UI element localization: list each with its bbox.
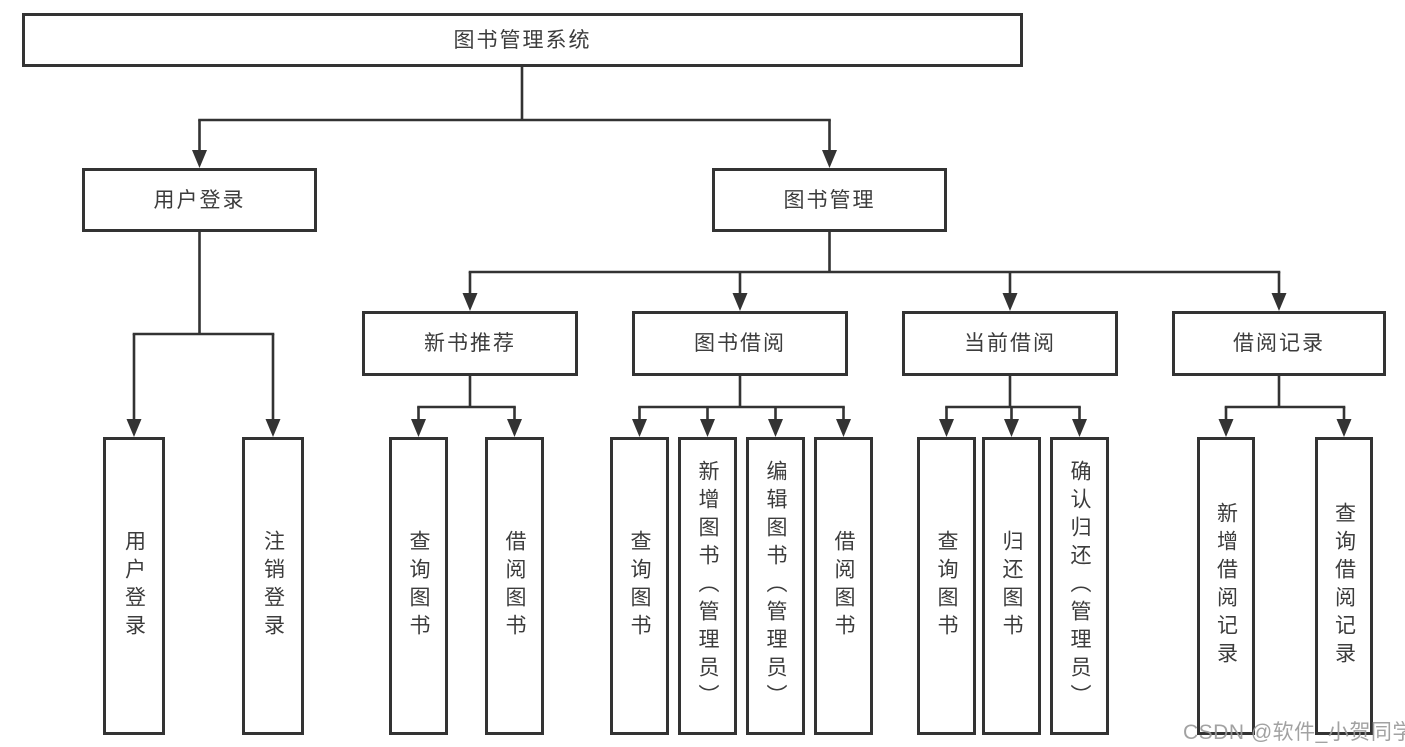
- node-current-borrowing: 当前借阅: [902, 311, 1118, 376]
- node-new-book-recommend: 新书推荐: [362, 311, 578, 376]
- connector-login-to-leaves: [126, 232, 281, 437]
- leaf-borrow-books-recommend: 借阅图书: [485, 437, 544, 735]
- connector-current-to-leaves: [939, 376, 1087, 437]
- connector-books-to-level3: [462, 232, 1287, 311]
- csdn-watermark: CSDN @软件_小贺同学: [1183, 721, 1405, 744]
- leaf-confirm-return-admin: 确认归还（管理员）: [1050, 437, 1109, 735]
- connector-records-to-leaves: [1218, 376, 1352, 437]
- connector-borrow-to-leaves: [632, 376, 851, 437]
- leaf-return-books: 归还图书: [982, 437, 1041, 735]
- connector-recommend-to-leaves: [411, 376, 522, 437]
- leaf-query-books-borrow: 查询图书: [610, 437, 669, 735]
- leaf-borrow-books: 借阅图书: [814, 437, 873, 735]
- leaf-edit-books-admin: 编辑图书（管理员）: [746, 437, 805, 735]
- connector-root-to-level2: [192, 67, 837, 168]
- node-system-title: 图书管理系统: [22, 13, 1023, 67]
- leaf-query-books-current: 查询图书: [917, 437, 976, 735]
- node-borrowing-records: 借阅记录: [1172, 311, 1386, 376]
- leaf-user-login: 用户登录: [103, 437, 165, 735]
- leaf-query-borrow-record: 查询借阅记录: [1315, 437, 1373, 735]
- leaf-query-books-recommend: 查询图书: [389, 437, 448, 735]
- node-book-management: 图书管理: [712, 168, 947, 232]
- leaf-logout: 注销登录: [242, 437, 304, 735]
- leaf-add-borrow-record: 新增借阅记录: [1197, 437, 1255, 735]
- node-user-login: 用户登录: [82, 168, 317, 232]
- node-book-borrowing: 图书借阅: [632, 311, 848, 376]
- leaf-add-books-admin: 新增图书（管理员）: [678, 437, 737, 735]
